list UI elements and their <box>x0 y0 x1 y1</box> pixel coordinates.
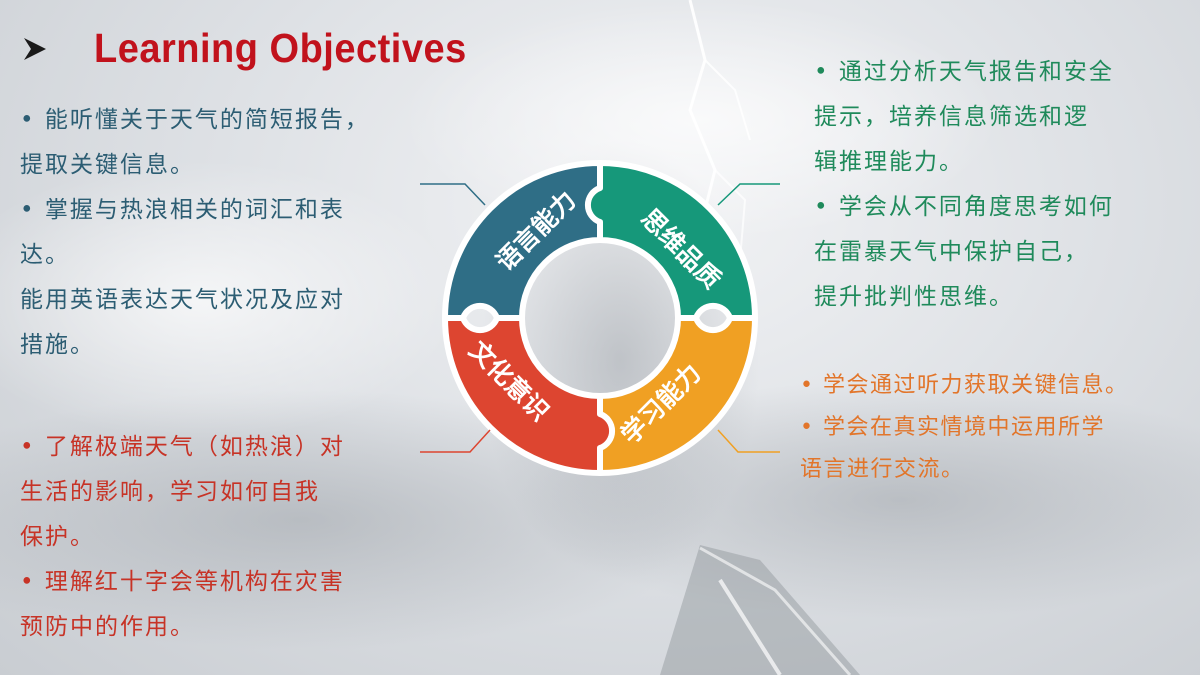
objectives-thinking: • 通过分析天气报告和安全 提示，培养信息筛选和逻 辑推理能力。 • 学会从不同… <box>814 59 1114 310</box>
connector-thinking <box>717 183 780 206</box>
page-title: Learning Objectives <box>94 25 467 72</box>
arrow-bullet-icon <box>24 38 46 60</box>
objectives-culture: • 了解极端天气（如热浪）对 生活的影响，学习如何自我 保护。 • 理解红十字会… <box>20 434 345 640</box>
connector-language <box>420 183 486 206</box>
wheel-segment-thinking <box>584 160 758 321</box>
objectives-learning: • 学会通过听力获取关键信息。 • 学会在真实情境中运用所学 语言进行交流。 <box>800 373 1129 482</box>
connector-learning <box>717 429 780 453</box>
connector-culture <box>420 429 491 453</box>
objectives-language: • 能听懂关于天气的简短报告， 提取关键信息。 • 掌握与热浪相关的词汇和表 达… <box>20 107 370 358</box>
header: Learning Objectives <box>22 24 467 74</box>
competency-wheel: 语言能力 思维品质 学习能力 文化意识 <box>420 160 780 476</box>
wheel-segment-culture <box>442 315 616 476</box>
